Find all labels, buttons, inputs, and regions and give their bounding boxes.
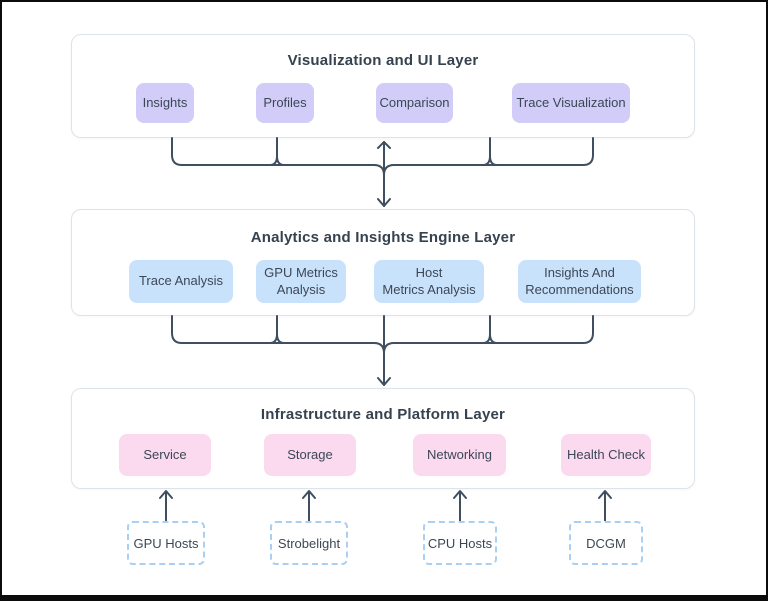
- node-insights: Insights: [136, 83, 194, 123]
- node-storage: Storage: [264, 434, 356, 476]
- node-host-metrics-analysis: Host Metrics Analysis: [374, 260, 484, 303]
- node-trace-visualization: Trace Visualization: [512, 83, 630, 123]
- layer-infrastructure-platform: Infrastructure and Platform Layer Servic…: [71, 388, 695, 489]
- source-strobelight: Strobelight: [270, 521, 348, 565]
- layer-analytics-insights-engine: Analytics and Insights Engine Layer Trac…: [71, 209, 695, 316]
- layer-title: Analytics and Insights Engine Layer: [250, 229, 516, 246]
- layer-title: Infrastructure and Platform Layer: [260, 406, 506, 423]
- layer-visualization-ui: Visualization and UI Layer Insights Prof…: [71, 34, 695, 138]
- node-gpu-metrics-analysis: GPU Metrics Analysis: [256, 260, 346, 303]
- source-dcgm: DCGM: [569, 521, 643, 565]
- connector-analytics-infrastructure-down-arrow: [171, 315, 594, 386]
- node-health-check: Health Check: [561, 434, 651, 476]
- layer-title: Visualization and UI Layer: [287, 52, 479, 69]
- source-cpu-hosts: CPU Hosts: [423, 521, 497, 565]
- node-profiles: Profiles: [256, 83, 314, 123]
- node-insights-recommendations: Insights And Recommendations: [518, 260, 641, 303]
- node-comparison: Comparison: [376, 83, 453, 123]
- source-gpu-hosts: GPU Hosts: [127, 521, 205, 565]
- connector-ui-analytics-bidirectional-arrow: [171, 137, 594, 207]
- node-networking: Networking: [413, 434, 506, 476]
- node-service: Service: [119, 434, 211, 476]
- node-trace-analysis: Trace Analysis: [129, 260, 233, 303]
- source-up-arrows: [159, 490, 612, 522]
